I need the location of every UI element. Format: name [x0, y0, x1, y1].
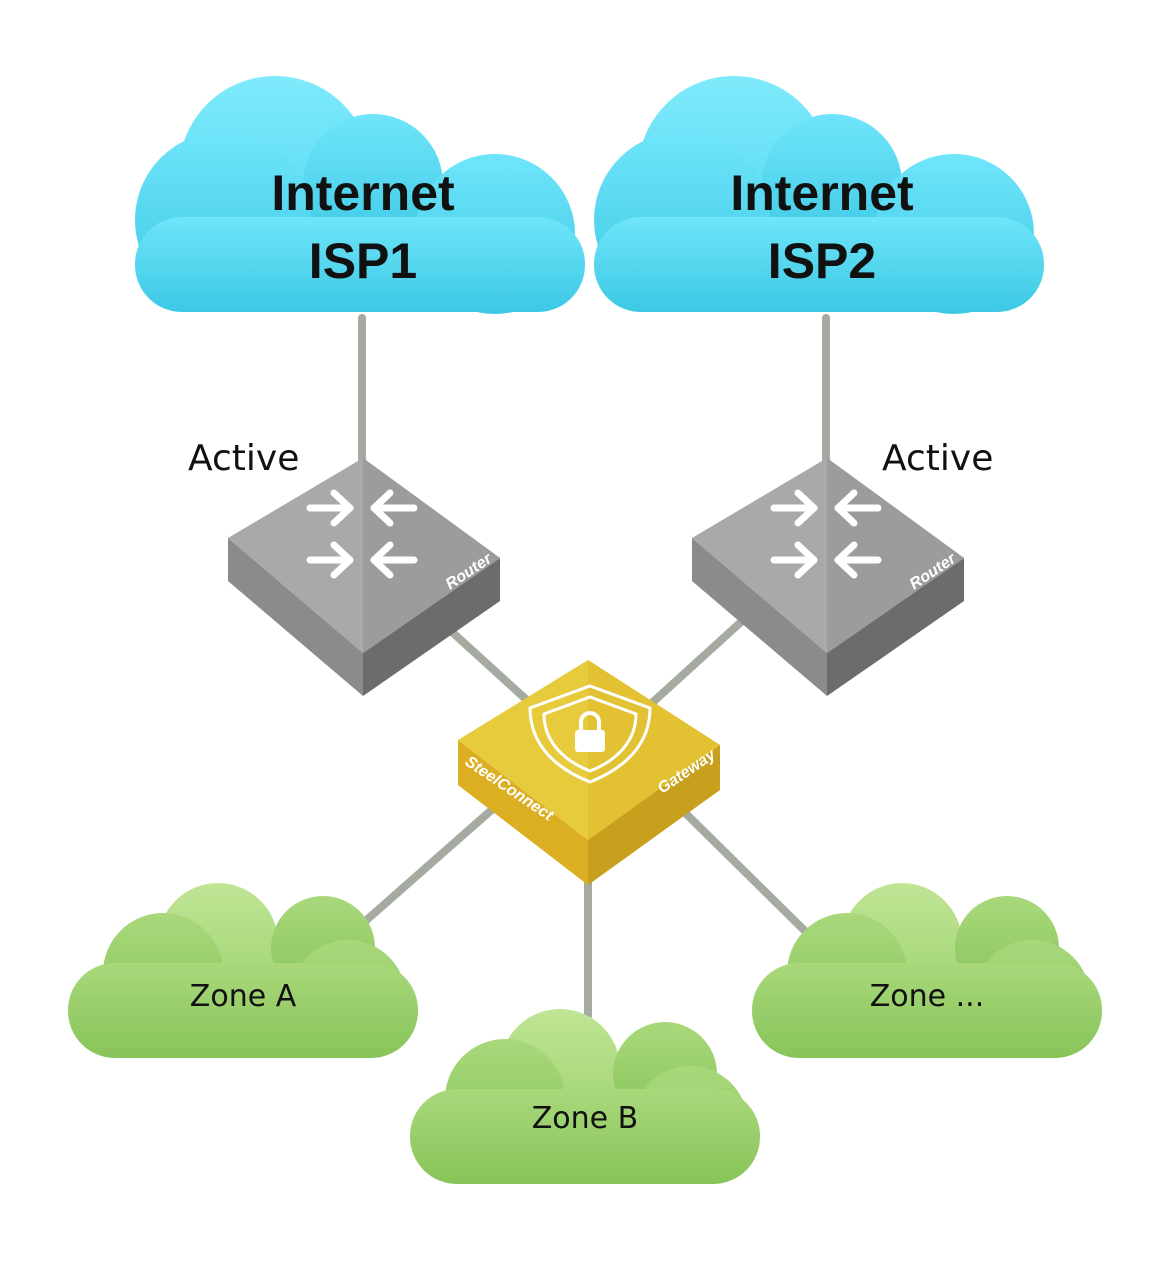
- steelconnect-gateway: SteelConnect Gateway: [458, 660, 720, 885]
- cloud-title-line2: ISP1: [309, 233, 417, 289]
- zone-label: Zone ...: [870, 979, 985, 1014]
- router-isp1: Router: [228, 458, 500, 696]
- cloud-title-line2: ISP2: [768, 233, 876, 289]
- zone-label: Zone B: [532, 1101, 639, 1136]
- internet-cloud-isp2: Internet ISP2: [594, 76, 1044, 314]
- link-gateway-zone-n: [660, 788, 810, 936]
- shield-lock-icon: [528, 684, 652, 784]
- cloud-title-line1: Internet: [271, 165, 455, 221]
- link-router2-gateway: [638, 608, 756, 716]
- internet-cloud-isp1: Internet ISP1: [135, 76, 585, 314]
- zone-cloud-n: Zone ...: [752, 883, 1102, 1058]
- cloud-title-line1: Internet: [730, 165, 914, 221]
- zone-label: Zone A: [190, 979, 297, 1014]
- status-label-isp1: Active: [188, 438, 299, 479]
- link-gateway-zone-a: [358, 788, 516, 928]
- zone-cloud-b: Zone B: [410, 1009, 760, 1184]
- status-label-isp2: Active: [882, 438, 993, 479]
- zone-cloud-a: Zone A: [68, 883, 418, 1058]
- router-isp2: Router: [692, 458, 964, 696]
